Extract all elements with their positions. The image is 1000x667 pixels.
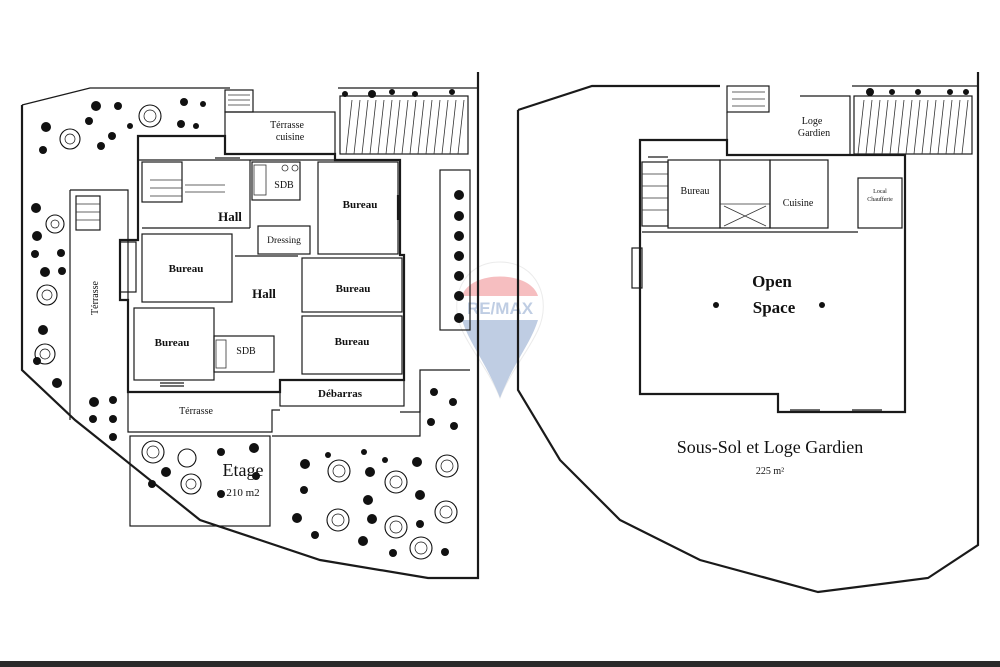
window-marks-left (160, 157, 405, 387)
label-debarras: Débarras (318, 388, 363, 400)
pergola-top-left (339, 89, 469, 155)
label-local-2: Chaufferie (867, 196, 893, 203)
pergola-top-right (853, 88, 973, 155)
left-plan-area: 210 m2 (226, 487, 259, 499)
left-plan: Térrasse cuisine Hall SDB (20, 72, 480, 580)
label-terrasse-cuisine-1: Térrasse (270, 120, 304, 131)
label-terrasse-cuisine-2: cuisine (276, 132, 305, 143)
right-plan-area: 225 m² (756, 466, 784, 477)
label-bureau-right-2: Bureau (336, 283, 371, 295)
window-marks-right (648, 156, 882, 411)
label-cuisine: Cuisine (783, 198, 814, 209)
label-bureau-basement: Bureau (681, 186, 710, 197)
label-bureau-left-1: Bureau (169, 263, 204, 275)
label-loge-1: Loge (802, 116, 823, 127)
label-dressing: Dressing (267, 236, 301, 246)
label-open: Open (752, 272, 792, 291)
label-local-1: Local (873, 189, 887, 195)
stair-top (224, 89, 254, 113)
label-sdb-bottom: SDB (236, 346, 256, 357)
stair-loge (726, 85, 770, 113)
ceiling-lights (713, 302, 825, 308)
label-bureau-right-3: Bureau (335, 336, 370, 348)
label-hall-center: Hall (252, 286, 276, 301)
stair-basement (641, 161, 669, 227)
label-terrasse-side: Térrasse (90, 281, 101, 315)
stair-hall (141, 161, 225, 203)
bottom-bar (0, 661, 1000, 667)
label-loge-2: Gardien (798, 128, 830, 139)
right-plan: Loge Gardien Bureau Cuisine (516, 72, 980, 594)
label-sdb-top: SDB (274, 180, 294, 191)
label-bureau-top-right: Bureau (343, 199, 378, 211)
trees-left (31, 98, 464, 560)
label-space: Space (753, 298, 796, 317)
label-bureau-left-2: Bureau (155, 337, 190, 349)
right-plan-title: Sous-Sol et Loge Gardien (677, 437, 863, 457)
stair-side (75, 195, 101, 231)
label-hall-top: Hall (218, 209, 242, 224)
label-terrasse-bottom: Térrasse (179, 406, 213, 417)
